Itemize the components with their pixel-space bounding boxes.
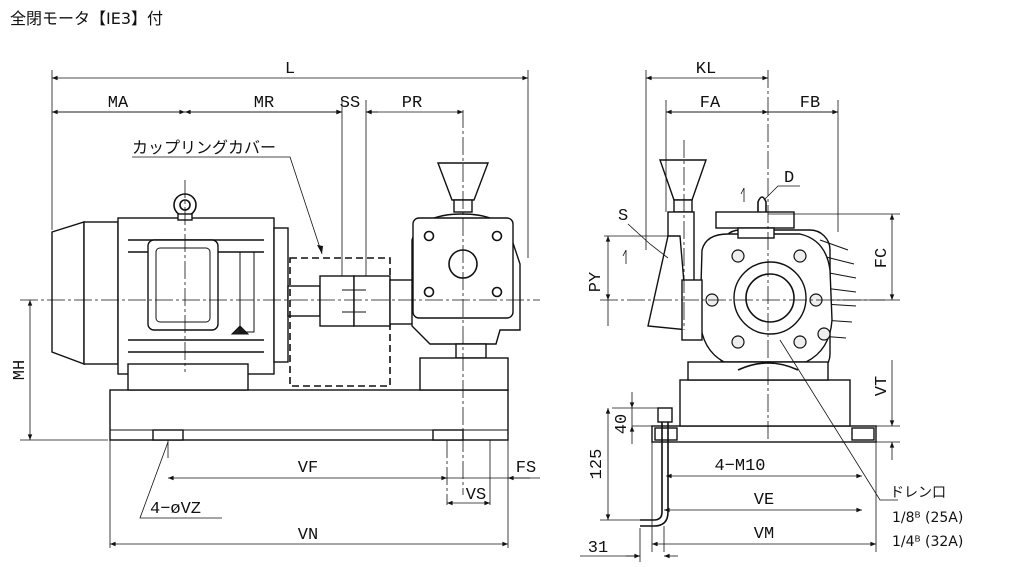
dim-VT: VT [873,376,892,396]
side-view: KL FA FB D S PY FC VT 40 125 [580,60,963,562]
dim-FC: FC [873,248,892,268]
dim-MH: MH [11,360,30,380]
dim-VM: VM [754,525,774,544]
discharge-port [733,261,807,335]
dim-KL: KL [696,60,716,79]
drain-32A: 1/4ᴮ (32A) [892,534,963,550]
motor-fan-cover [51,221,85,366]
base-foot-right [432,429,464,441]
dim-S: S [618,207,628,226]
dim-FA: FA [700,94,721,113]
drawing-title: 全閉モータ【IE3】付 [10,9,163,28]
drain-leader [779,339,898,501]
drain-label: ドレン口 [890,485,946,501]
dim-4-M10: 4−M10 [714,457,765,476]
pump-pedestal [419,357,509,391]
dim-D: D [784,169,794,188]
dim-125: 125 [588,449,607,480]
dim-L: L [285,60,295,79]
pump [411,162,521,391]
dim-VZ: 4−øVZ [150,500,201,519]
base-foot-left [152,429,184,441]
dim-VS: VS [466,486,486,505]
terminal-box [147,239,219,331]
coupling-cover-outline [289,257,391,387]
side-priming-funnel [659,159,707,201]
dim-MA: MA [108,94,129,113]
dim-VE: VE [754,491,774,510]
dim-PY: PY [587,272,606,292]
dim-40: 40 [613,414,632,434]
dim-MR: MR [254,94,274,113]
dim-SS: SS [340,94,360,113]
motor-flange [273,227,289,363]
dim-PR: PR [402,94,422,113]
vz-leader [139,441,222,519]
coupling-cover-leader [132,156,323,255]
drain-25A: 1/8ᴮ (25A) [892,510,963,526]
front-view: L MA MR SS PR カップリングカバー MH VF FS VS 4−øV… [11,60,540,548]
motor [51,193,289,391]
coupling [319,275,391,327]
dim-VF: VF [298,459,318,478]
dim-31: 31 [588,539,608,558]
coupling-cover-label: カップリングカバー [132,138,276,157]
dim-FB: FB [800,94,820,113]
motor-feet [127,363,249,391]
suction-plate [647,235,689,331]
dim-FS: FS [516,459,536,478]
dim-VN: VN [298,526,318,545]
